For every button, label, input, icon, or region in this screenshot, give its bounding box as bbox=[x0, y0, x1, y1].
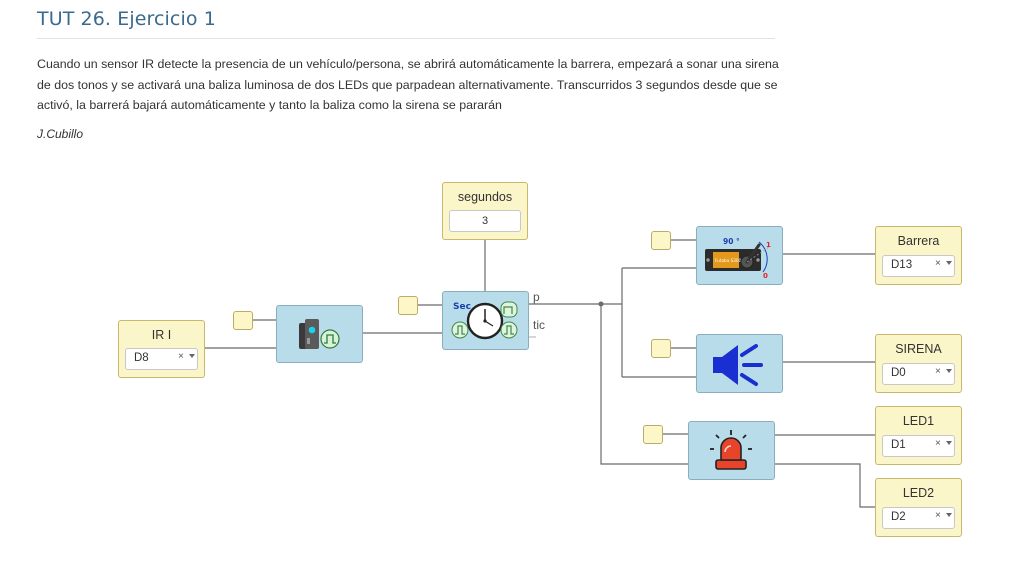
enable-port-servo[interactable] bbox=[651, 231, 671, 250]
seconds-value-input[interactable]: 3 bbox=[449, 210, 521, 232]
led2-pin-select[interactable]: D2 × bbox=[882, 507, 955, 529]
barrera-pin-select[interactable]: D13 × bbox=[882, 255, 955, 277]
servo-range-lo: 0 bbox=[763, 272, 768, 280]
ir-input-block[interactable]: IR I D8 × bbox=[118, 320, 205, 378]
clear-icon[interactable]: × bbox=[935, 258, 941, 269]
output-block-sirena[interactable]: SIRENA D0 × bbox=[875, 334, 962, 393]
servo-block[interactable]: 90 ° Futaba S3003 1 0 bbox=[696, 226, 783, 285]
sirena-pin-value: D0 bbox=[891, 367, 906, 379]
servo-brand-text: Futaba S3003 bbox=[715, 258, 744, 263]
speaker-icon bbox=[713, 344, 763, 386]
ir-sensor-icon bbox=[299, 319, 340, 349]
enable-port-sensor[interactable] bbox=[233, 311, 253, 330]
output-label-led2: LED2 bbox=[902, 486, 935, 500]
wire-bus-vertical-lower bbox=[600, 304, 688, 465]
clear-icon[interactable]: × bbox=[935, 366, 941, 377]
author-credit: J.Cubillo bbox=[37, 127, 84, 141]
chevron-down-icon[interactable] bbox=[946, 369, 952, 373]
timer-clock-icon: Sec bbox=[451, 301, 518, 340]
timer-output-p: p bbox=[533, 290, 540, 304]
output-label-sirena: SIRENA bbox=[895, 342, 942, 356]
timer-block[interactable]: Sec bbox=[442, 291, 529, 350]
ir-pin-value: D8 bbox=[134, 352, 149, 364]
output-block-led2[interactable]: LED2 D2 × bbox=[875, 478, 962, 537]
seconds-label: segundos bbox=[457, 190, 513, 204]
servo-range-hi: 1 bbox=[766, 241, 771, 249]
ir-pin-select[interactable]: D8 × bbox=[125, 348, 198, 370]
chevron-down-icon[interactable] bbox=[946, 441, 952, 445]
servo-angle-text: 90 ° bbox=[723, 237, 740, 246]
output-label-led1: LED1 bbox=[902, 414, 935, 428]
barrera-pin-value: D13 bbox=[891, 259, 913, 271]
seconds-parameter-block[interactable]: segundos 3 bbox=[442, 182, 528, 240]
title-divider bbox=[37, 38, 775, 39]
beacon-block[interactable] bbox=[688, 421, 775, 480]
output-label-barrera: Barrera bbox=[897, 234, 940, 248]
ir-input-label: IR I bbox=[151, 328, 172, 342]
beacon-icon bbox=[710, 430, 752, 470]
chevron-down-icon[interactable] bbox=[946, 261, 952, 265]
clear-icon[interactable]: × bbox=[178, 351, 184, 362]
led1-pin-select[interactable]: D1 × bbox=[882, 435, 955, 457]
output-block-led1[interactable]: LED1 D1 × bbox=[875, 406, 962, 465]
page-title: TUT 26. Ejercicio 1 bbox=[37, 8, 216, 30]
chevron-down-icon[interactable] bbox=[189, 354, 195, 358]
timer-sec-text: Sec bbox=[453, 302, 471, 312]
output-block-barrera[interactable]: Barrera D13 × bbox=[875, 226, 962, 285]
enable-port-timer[interactable] bbox=[398, 296, 418, 315]
siren-speaker-block[interactable] bbox=[696, 334, 783, 393]
clear-icon[interactable]: × bbox=[935, 510, 941, 521]
sirena-pin-select[interactable]: D0 × bbox=[882, 363, 955, 385]
led2-pin-value: D2 bbox=[891, 511, 906, 523]
led1-pin-value: D1 bbox=[891, 439, 906, 451]
enable-port-speaker[interactable] bbox=[651, 339, 671, 358]
exercise-description: Cuando un sensor IR detecte la presencia… bbox=[37, 57, 779, 112]
chevron-down-icon[interactable] bbox=[946, 513, 952, 517]
servo-icon: 90 ° Futaba S3003 1 0 bbox=[705, 237, 771, 280]
timer-output-tic: tic bbox=[533, 318, 545, 332]
enable-port-beacon[interactable] bbox=[643, 425, 663, 444]
wire-beacon-to-led2 bbox=[774, 463, 875, 508]
wire-junction bbox=[598, 301, 604, 307]
ir-sensor-block[interactable] bbox=[276, 305, 363, 363]
clear-icon[interactable]: × bbox=[935, 438, 941, 449]
